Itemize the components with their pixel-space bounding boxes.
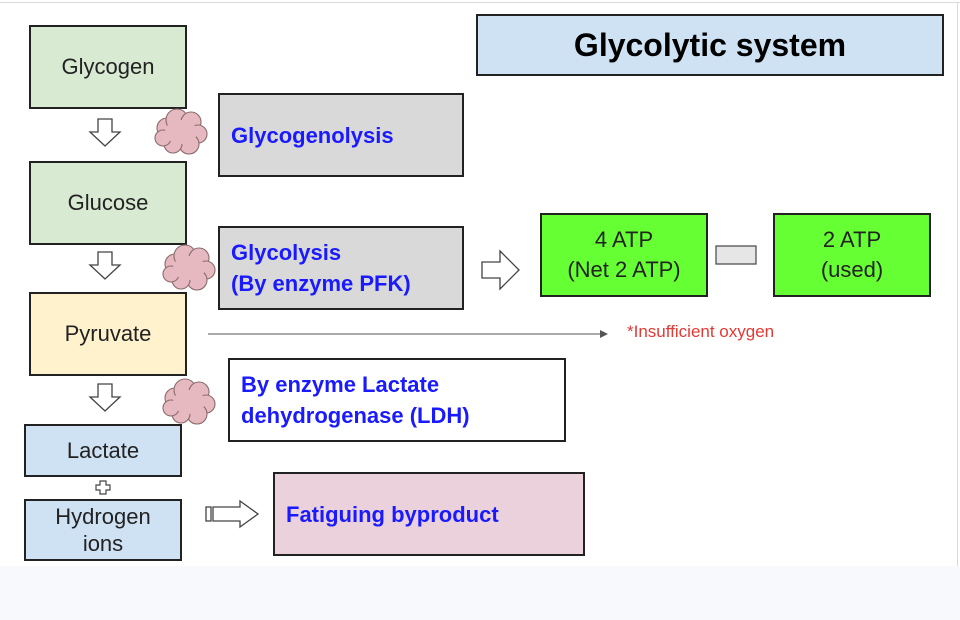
atp-produced-line1: 4 ATP	[594, 227, 654, 252]
hydrogen-label-line1: Hydrogen	[55, 504, 151, 529]
right-border	[957, 2, 958, 566]
right-arrow-icon	[481, 249, 520, 291]
lactate-box: Lactate	[24, 424, 182, 477]
down-arrow-icon	[88, 383, 122, 412]
glucose-label: Glucose	[67, 190, 149, 215]
glycogen-box: Glycogen	[29, 25, 187, 109]
pyruvate-box: Pyruvate	[29, 292, 187, 376]
glucose-box: Glucose	[29, 161, 187, 245]
enzyme-cloud-icon	[162, 378, 216, 425]
enzyme-cloud-icon	[154, 108, 208, 155]
fatiguing-byproduct-box: Fatiguing byproduct	[273, 472, 585, 556]
atp-used-line2: (used)	[820, 257, 884, 282]
ldh-label-line2: dehydrogenase (LDH)	[241, 403, 470, 428]
ldh-enzyme-box: By enzyme Lactate dehydrogenase (LDH)	[228, 358, 566, 442]
atp-used-box: 2 ATP (used)	[773, 213, 931, 297]
glycogen-label: Glycogen	[61, 54, 155, 79]
atp-produced-box: 4 ATP (Net 2 ATP)	[540, 213, 708, 297]
insufficient-oxygen-note: *Insufficient oxygen	[627, 322, 775, 341]
page-title: Glycolytic system	[476, 14, 944, 76]
hydrogen-ions-box: Hydrogen ions	[24, 499, 182, 561]
atp-connector	[715, 245, 757, 265]
ldh-label-line1: By enzyme Lactate	[241, 372, 440, 397]
glycolysis-label-line1: Glycolysis	[231, 240, 342, 265]
byproduct-label: Fatiguing byproduct	[286, 501, 499, 527]
arrowhead-icon	[600, 330, 608, 338]
top-border	[0, 2, 960, 3]
down-arrow-icon	[88, 118, 122, 147]
down-arrow-icon	[88, 251, 122, 280]
plus-icon	[95, 480, 111, 495]
glycogenolysis-box: Glycogenolysis	[218, 93, 464, 177]
glycolysis-box: Glycolysis (By enzyme PFK)	[218, 226, 464, 310]
slide: Glycolytic system Glycogen Glucose Pyruv…	[0, 0, 960, 566]
glycogenolysis-label: Glycogenolysis	[231, 122, 394, 148]
atp-used-line1: 2 ATP	[822, 227, 882, 252]
hydrogen-label-line2: ions	[82, 531, 124, 556]
atp-produced-line2: (Net 2 ATP)	[567, 257, 681, 282]
diagram-connectors	[88, 108, 757, 529]
lactate-label: Lactate	[66, 437, 140, 463]
block-arrow-icon	[205, 499, 260, 529]
enzyme-cloud-icon	[162, 244, 216, 291]
pyruvate-label: Pyruvate	[64, 321, 152, 346]
glycolysis-label-line2: (By enzyme PFK)	[231, 271, 411, 296]
